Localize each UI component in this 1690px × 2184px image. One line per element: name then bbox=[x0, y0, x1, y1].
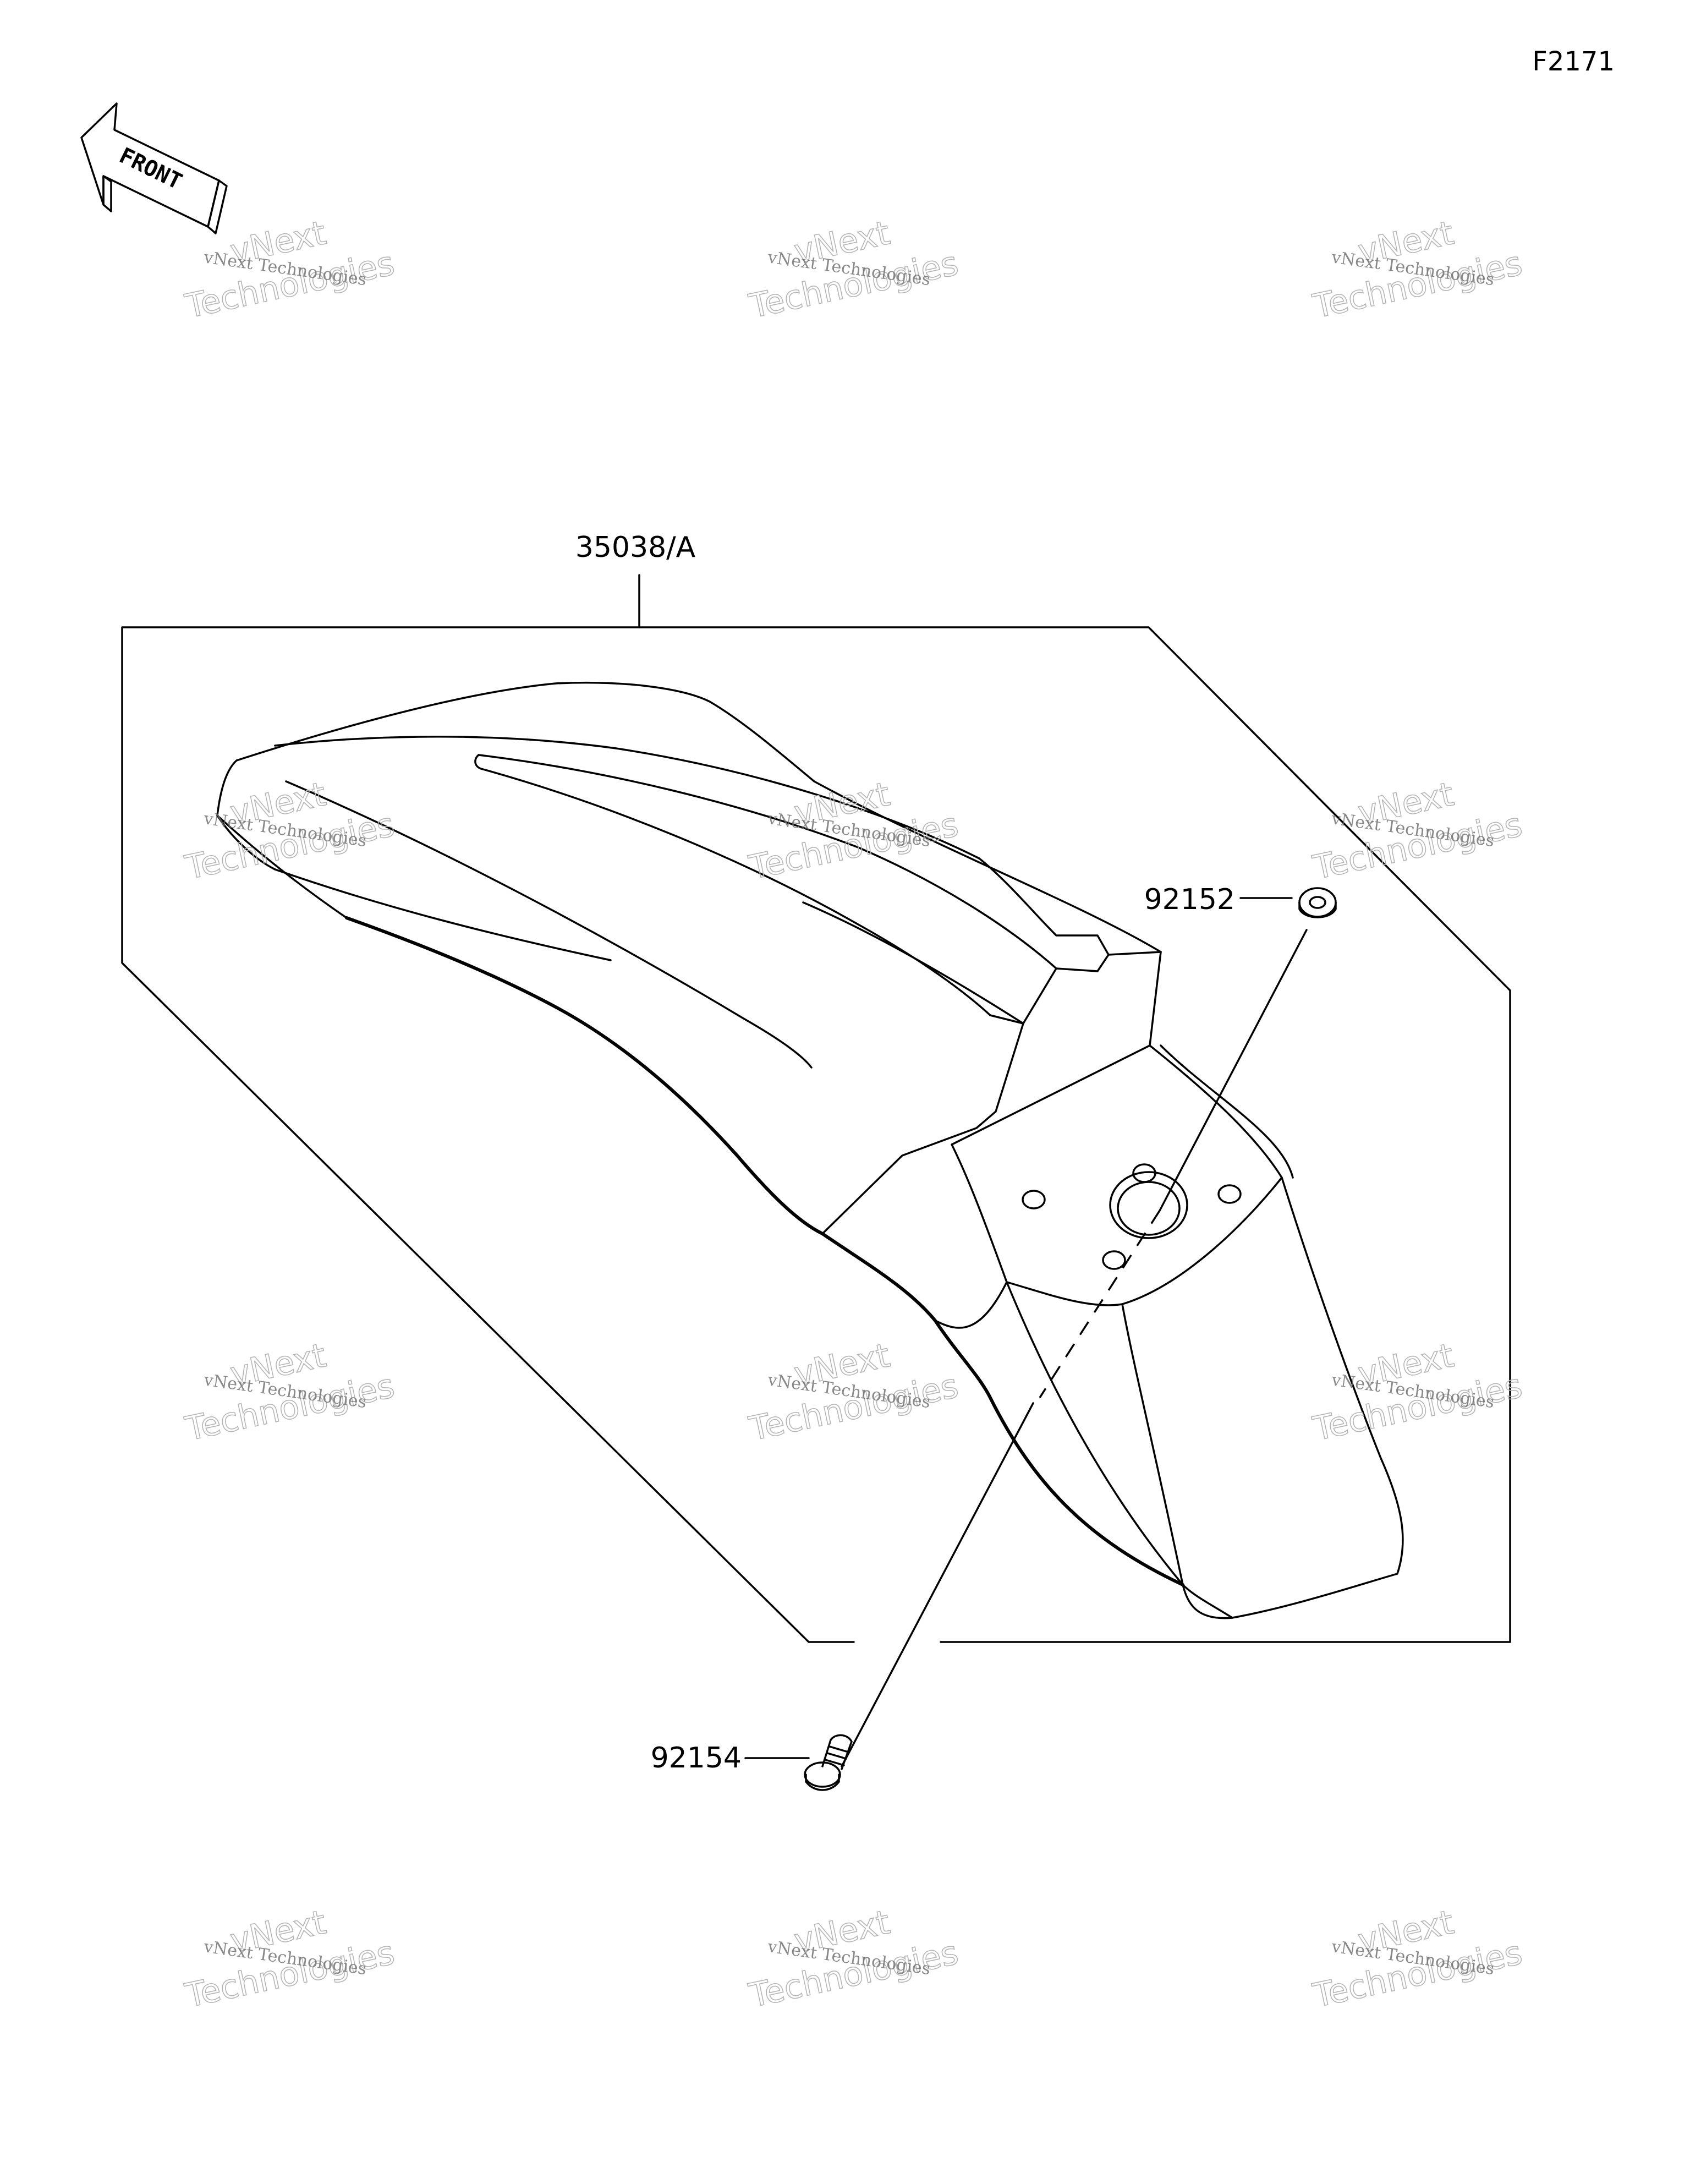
front-fender-icon bbox=[216, 681, 1404, 1619]
grommet-icon bbox=[1298, 887, 1337, 918]
watermark: vNext Technologies vNext Technologies bbox=[1309, 775, 1526, 888]
assembly-box bbox=[121, 574, 1511, 1643]
watermark: vNext Technologies vNext Technologies bbox=[745, 214, 962, 327]
watermark: vNext Technologies vNext Technologies bbox=[745, 1336, 962, 1449]
watermark: vNext Technologies vNext Technologies bbox=[182, 775, 398, 888]
watermark: vNext Technologies vNext Technologies bbox=[182, 214, 398, 327]
watermark: vNext Technologies vNext Technologies bbox=[1309, 214, 1526, 327]
watermark: vNext Technologies vNext Technologies bbox=[182, 1336, 398, 1449]
watermark: vNext Technologies vNext Technologies bbox=[182, 1903, 398, 2016]
watermark: vNext Technologies vNext Technologies bbox=[1309, 1903, 1526, 2016]
bolt-icon bbox=[804, 1734, 853, 1791]
front-arrow-icon: FRONT bbox=[80, 102, 228, 234]
figure-id: F2171 bbox=[1532, 46, 1615, 77]
part-label-92152: 92152 bbox=[1144, 883, 1235, 916]
watermark: vNext Technologies vNext Technologies bbox=[745, 775, 962, 888]
part-label-92154: 92154 bbox=[651, 1742, 742, 1775]
leader-lines bbox=[744, 897, 1308, 1767]
part-label-35038-a: 35038/A bbox=[575, 531, 696, 564]
watermark: vNext Technologies vNext Technologies bbox=[745, 1903, 962, 2016]
